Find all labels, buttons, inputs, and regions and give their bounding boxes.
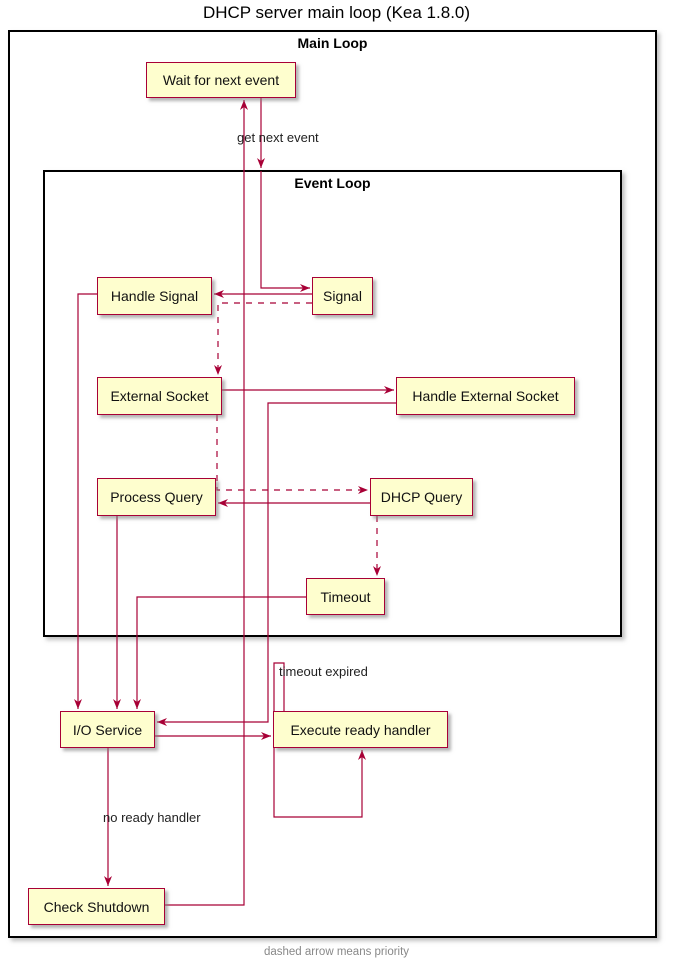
edge-handle-external-to-io-service (157, 402, 396, 723)
arrowhead-event-loop-entry-to-signal (300, 284, 310, 292)
event-loop-label: Event Loop (294, 175, 371, 191)
arrowhead-io-service-to-execute (261, 732, 271, 740)
arrowhead-external-socket-to-handle-external (384, 386, 394, 394)
node-signal: Signal (312, 277, 373, 315)
edge-signal-to-external-socket (217, 302, 312, 375)
arrowhead-handle-external-to-io-service (157, 718, 167, 726)
edge-handle-signal-to-io-service (77, 293, 97, 709)
arrowhead-external-socket-to-dhcp-query (358, 486, 368, 494)
edge-timeout-to-io-service (136, 596, 306, 709)
node-handle-external-socket: Handle External Socket (396, 377, 575, 415)
node-handle-signal: Handle Signal (97, 277, 212, 315)
arrowhead-check-shutdown-to-wait (240, 100, 248, 110)
node-dhcp-query: DHCP Query (370, 478, 473, 516)
diagram-caption: dashed arrow means priority (263, 946, 410, 958)
edge-event-loop-entry-to-signal (260, 171, 310, 289)
node-external-socket: External Socket (97, 377, 222, 415)
main-loop-label: Main Loop (297, 35, 368, 51)
arrowhead-io-service-to-check-shutdown (104, 876, 112, 886)
edge-check-shutdown-to-wait (165, 100, 245, 906)
node-process-query: Process Query (97, 478, 216, 516)
arrowhead-signal-to-external-socket (214, 365, 222, 375)
edge-label-no-ready-handler: no ready handler (103, 810, 201, 825)
node-io-service: I/O Service (60, 711, 155, 748)
arrowhead-timeout-to-io-service (133, 699, 141, 709)
edge-external-socket-to-dhcp-query (216, 415, 368, 491)
edge-label-timeout-expired: timeout expired (279, 664, 368, 679)
node-check-shutdown: Check Shutdown (28, 888, 165, 925)
arrowhead-execute-self-loop (358, 750, 366, 760)
arrowhead-signal-to-handle-signal (214, 290, 224, 298)
node-timeout: Timeout (306, 578, 385, 615)
node-wait-for-next-event: Wait for next event (146, 62, 296, 98)
node-execute-ready-handler: Execute ready handler (273, 711, 448, 748)
arrowhead-dhcp-query-to-timeout (373, 566, 381, 576)
arrowhead-process-query-to-io-service (113, 699, 121, 709)
arrowhead-handle-signal-to-io-service (74, 699, 82, 709)
arrowhead-wait-to-event-loop (257, 158, 265, 168)
diagram-title: DHCP server main loop (Kea 1.8.0) (202, 3, 471, 22)
arrowhead-dhcp-query-to-process-query (218, 499, 228, 507)
edge-label-get-next-event: get next event (237, 130, 319, 145)
